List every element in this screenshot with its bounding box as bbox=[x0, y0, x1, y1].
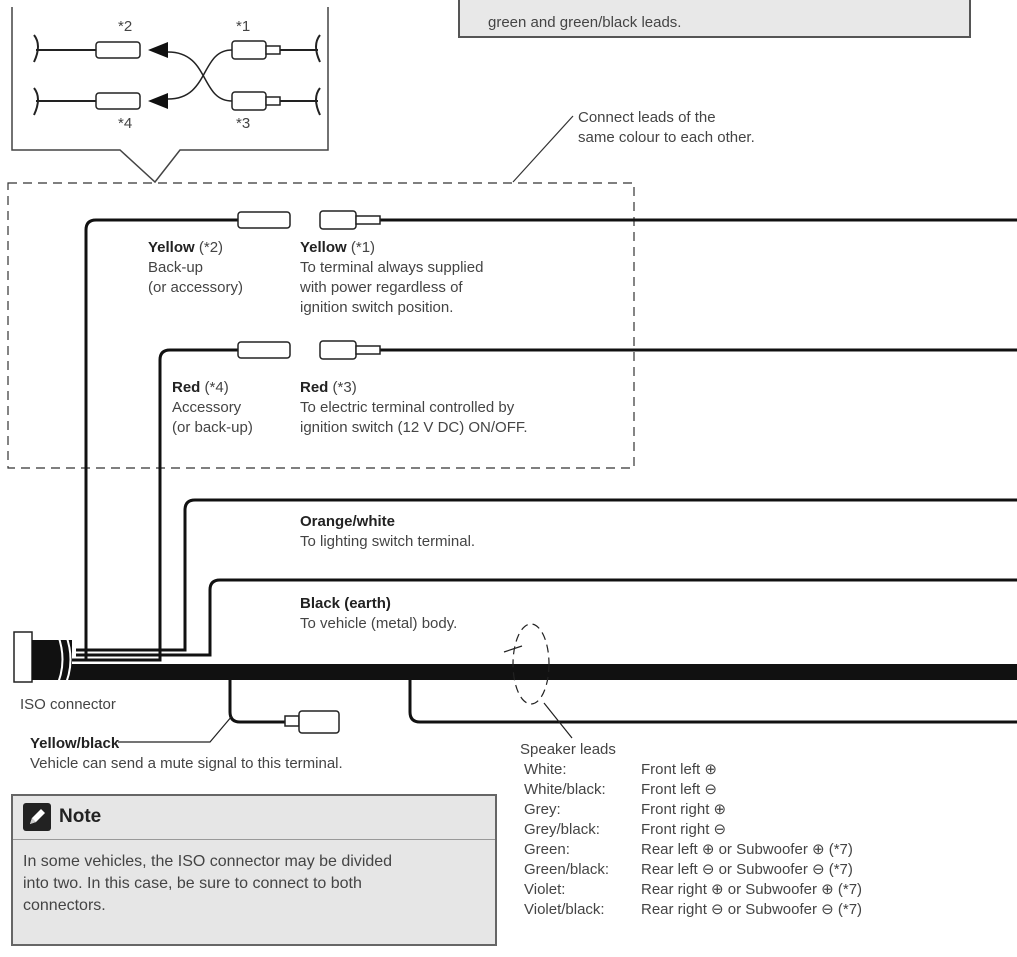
callout-line bbox=[512, 115, 574, 183]
yellow1-name: Yellow bbox=[300, 239, 347, 256]
callout-line-1: Connect leads of the bbox=[578, 109, 716, 126]
lead-connectors bbox=[237, 210, 381, 734]
main-harness-bundle bbox=[30, 664, 1017, 680]
red4-desc-1: Accessory bbox=[172, 399, 242, 416]
yellow2-tag: (*2) bbox=[198, 239, 224, 256]
yellow2-name: Yellow bbox=[148, 239, 195, 256]
red3-desc-2: ignition switch (12 V DC) ON/OFF. bbox=[300, 419, 528, 436]
inset-box bbox=[11, 7, 329, 184]
yellow1-desc-1: To terminal always supplied bbox=[300, 259, 484, 276]
yellow2-desc-2: (or accessory) bbox=[148, 279, 244, 296]
yellow1-tag: (*1) bbox=[350, 239, 376, 256]
inset-arrows bbox=[148, 42, 168, 109]
speaker-lead-desc: Front right ⊕ bbox=[641, 801, 727, 818]
speaker-leads-ellipse bbox=[512, 623, 550, 705]
speaker-lead-desc: Front right ⊖ bbox=[641, 821, 727, 838]
speaker-lead-row: Grey: Front right ⊕ bbox=[524, 800, 726, 819]
inset-wires bbox=[33, 34, 321, 116]
speaker-lead-color: Green: bbox=[524, 841, 570, 858]
wires bbox=[72, 218, 1017, 724]
speaker-lead-color: White/black: bbox=[524, 781, 606, 798]
note-header: Note bbox=[13, 796, 495, 840]
black-earth-desc: To vehicle (metal) body. bbox=[300, 615, 458, 632]
speaker-lead-color: Violet: bbox=[524, 881, 566, 898]
red3-name: Red bbox=[300, 379, 329, 396]
speaker-lead-row: White/black: Front left ⊖ bbox=[524, 780, 717, 799]
black-earth-callout bbox=[503, 645, 523, 653]
speaker-lead-desc: Front left ⊕ bbox=[641, 761, 717, 778]
note-line-3: connectors. bbox=[23, 897, 106, 914]
yellow2-desc-1: Back-up bbox=[148, 259, 204, 276]
pencil-icon bbox=[23, 803, 51, 831]
speaker-lead-row: Green/black: Rear left ⊖ or Subwoofer ⊖ (… bbox=[524, 860, 853, 879]
callout-line-2: same colour to each other. bbox=[578, 129, 755, 146]
speaker-lead-desc: Front left ⊖ bbox=[641, 781, 717, 798]
yellow1-desc-3: ignition switch position. bbox=[300, 299, 454, 316]
speaker-lead-row: White: Front left ⊕ bbox=[524, 760, 717, 779]
speaker-leads-title: Speaker leads bbox=[520, 741, 616, 758]
yellow2-label: Yellow (*2) bbox=[148, 238, 223, 257]
inset-connectors bbox=[95, 40, 281, 111]
iso-connector-icon bbox=[13, 627, 72, 691]
yellow-black-name: Yellow/black bbox=[30, 735, 120, 752]
speaker-lead-desc: Rear right ⊖ or Subwoofer ⊖ (*7) bbox=[641, 901, 863, 918]
yellow-black-callout bbox=[118, 715, 233, 743]
speaker-leads-callout bbox=[543, 702, 573, 739]
note-box: Note In some vehicles, the ISO connector… bbox=[11, 794, 497, 946]
top-note-box: green and green/black leads. bbox=[458, 0, 971, 38]
inset-label-2: *2 bbox=[118, 18, 133, 35]
red4-label: Red (*4) bbox=[172, 378, 229, 397]
black-earth-name: Black (earth) bbox=[300, 595, 391, 612]
red3-desc-1: To electric terminal controlled by bbox=[300, 399, 515, 416]
inset-label-3: *3 bbox=[236, 115, 251, 132]
speaker-lead-desc: Rear right ⊕ or Subwoofer ⊕ (*7) bbox=[641, 881, 863, 898]
inset-label-4: *4 bbox=[118, 115, 133, 132]
orange-white-name: Orange/white bbox=[300, 513, 396, 530]
red3-tag: (*3) bbox=[332, 379, 357, 396]
speaker-lead-row: Violet/black: Rear right ⊖ or Subwoofer ⊖… bbox=[524, 900, 862, 919]
red4-tag: (*4) bbox=[204, 379, 229, 396]
speaker-lead-desc: Rear left ⊕ or Subwoofer ⊕ (*7) bbox=[641, 841, 853, 858]
note-line-2: into two. In this case, be sure to conne… bbox=[23, 875, 362, 892]
speaker-lead-desc: Rear left ⊖ or Subwoofer ⊖ (*7) bbox=[641, 861, 853, 878]
speaker-lead-row: Green: Rear left ⊕ or Subwoofer ⊕ (*7) bbox=[524, 840, 853, 859]
yellow-black-desc: Vehicle can send a mute signal to this t… bbox=[30, 755, 343, 772]
speaker-lead-color: Green/black: bbox=[524, 861, 610, 878]
orange-white-desc: To lighting switch terminal. bbox=[300, 533, 476, 550]
dashed-connection-box bbox=[7, 182, 635, 469]
red4-desc-2: (or back-up) bbox=[172, 419, 253, 436]
speaker-lead-color: Grey: bbox=[524, 801, 561, 818]
yellow1-desc-2: with power regardless of bbox=[300, 279, 463, 296]
note-title: Note bbox=[59, 806, 102, 827]
speaker-lead-row: Grey/black: Front right ⊖ bbox=[524, 820, 726, 839]
speaker-lead-color: Grey/black: bbox=[524, 821, 600, 838]
yellow1-label: Yellow (*1) bbox=[300, 238, 375, 257]
top-note-text: green and green/black leads. bbox=[488, 14, 682, 31]
inset-label-1: *1 bbox=[236, 18, 251, 35]
red4-name: Red bbox=[172, 379, 201, 396]
speaker-lead-color: White: bbox=[524, 761, 567, 778]
speaker-lead-color: Violet/black: bbox=[524, 901, 605, 918]
speaker-lead-row: Violet: Rear right ⊕ or Subwoofer ⊕ (*7) bbox=[524, 880, 862, 899]
red3-label: Red (*3) bbox=[300, 378, 357, 397]
note-line-1: In some vehicles, the ISO connector may … bbox=[23, 853, 393, 870]
iso-connector-label: ISO connector bbox=[20, 696, 116, 713]
